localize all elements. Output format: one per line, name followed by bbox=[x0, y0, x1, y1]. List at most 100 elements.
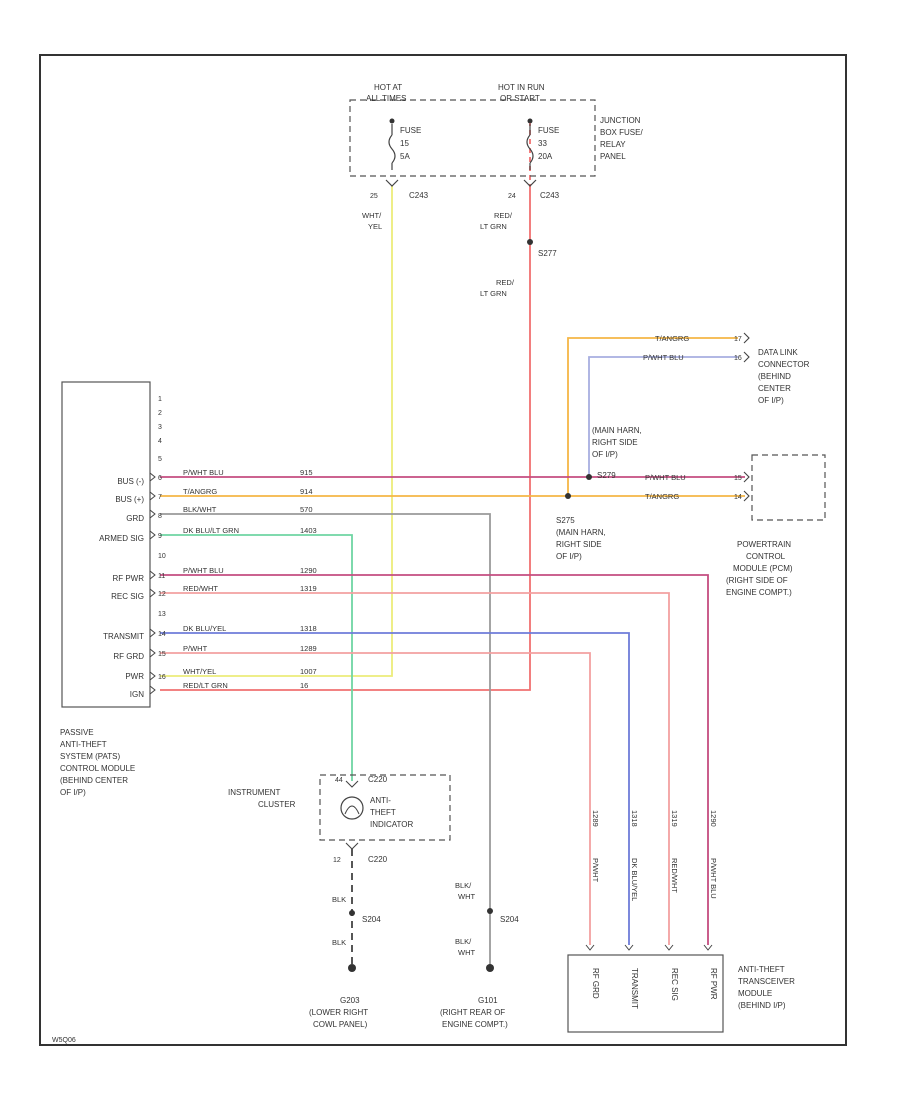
ground-left-id: G203 bbox=[340, 996, 360, 1005]
ground-right-id: G101 bbox=[478, 996, 498, 1005]
dlc-row1-pin: 17 bbox=[734, 336, 742, 343]
transceiver-pin-chevron bbox=[664, 944, 674, 951]
c243-right-conn: C243 bbox=[540, 191, 560, 200]
hot-at-all-times-line1: HOT AT bbox=[374, 83, 402, 92]
wire-color-label: P/WHT BLU bbox=[183, 566, 224, 575]
ground-right-splice: S204 bbox=[500, 915, 519, 924]
wire-dkblu-ltgrn-cluster bbox=[160, 534, 353, 781]
wire-circuit-label: 1007 bbox=[300, 667, 317, 676]
c243-right-chevron bbox=[523, 179, 537, 187]
junction-box: HOT AT ALL TIMES HOT IN RUN OR START FUS… bbox=[349, 83, 643, 177]
jb-label-line1: JUNCTION bbox=[600, 116, 641, 125]
dlc-row2-wire: P/WHT BLU bbox=[643, 353, 684, 362]
connector-c243: 25 C243 24 C243 bbox=[370, 179, 560, 200]
indicator-label-line2: THEFT bbox=[370, 808, 396, 817]
jb-label-line3: RELAY bbox=[600, 140, 626, 149]
pats-pin-chevron bbox=[149, 671, 156, 681]
hot-in-run-line1: HOT IN RUN bbox=[498, 83, 545, 92]
transceiver-circuit-label: 1319 bbox=[670, 810, 679, 827]
pats-pin-chevron bbox=[149, 628, 156, 638]
splice-s277-label: S277 bbox=[538, 249, 557, 258]
pcm-label-line5: ENGINE COMPT.) bbox=[726, 588, 792, 597]
pats-pin-chevron bbox=[149, 588, 156, 598]
pats-pin-number: 10 bbox=[158, 553, 166, 560]
pats-pin-chevron bbox=[149, 685, 156, 695]
fuse-left-top-terminal bbox=[389, 118, 395, 124]
ground-right-label-line1: (RIGHT REAR OF bbox=[440, 1008, 505, 1017]
pcm-label-line3: MODULE (PCM) bbox=[733, 564, 793, 573]
transceiver-pin-chevron bbox=[624, 944, 634, 951]
pats-label-line3: SYSTEM (PATS) bbox=[60, 752, 120, 761]
pats-pin-number: 2 bbox=[158, 410, 162, 417]
red-ltgrn-mid-line2: LT GRN bbox=[480, 289, 507, 298]
transceiver-circuit-label: 1290 bbox=[709, 810, 718, 827]
instrument-cluster: INSTRUMENT CLUSTER 44 C220 ANTI- THEFT I… bbox=[228, 774, 451, 864]
pats-pin-chevrons bbox=[149, 472, 156, 695]
red-ltgrn-mid-line1: RED/ bbox=[496, 278, 515, 287]
transceiver-wire-label: DK BLU/YEL bbox=[630, 858, 639, 901]
pats-label-line2: ANTI-THEFT bbox=[60, 740, 107, 749]
cluster-label-line2: CLUSTER bbox=[258, 800, 296, 809]
splice-lower-line1: (MAIN HARN, bbox=[556, 528, 606, 537]
footer-code: W5Q06 bbox=[52, 1037, 76, 1044]
transceiver-circuit-label: 1289 bbox=[591, 810, 600, 827]
splice-s275-label: S275 bbox=[556, 516, 575, 525]
pats-pin-number: 5 bbox=[158, 456, 162, 463]
dlc-label-line5: OF I/P) bbox=[758, 396, 784, 405]
pats-pin-number: 4 bbox=[158, 438, 162, 445]
pats-pin-label: BUS (-) bbox=[117, 477, 144, 486]
wire-color-label: RED/LT GRN bbox=[183, 681, 228, 690]
fuse-right-rating: 20A bbox=[538, 152, 553, 161]
ground-left-label-line2: COWL PANEL) bbox=[313, 1020, 368, 1029]
pats-label-line5: (BEHIND CENTER bbox=[60, 776, 128, 785]
pats-pin-label: PWR bbox=[125, 672, 144, 681]
cluster-conn-top: C220 bbox=[368, 775, 388, 784]
dlc-label-line4: CENTER bbox=[758, 384, 791, 393]
pats-label-line1: PASSIVE bbox=[60, 728, 94, 737]
c243-left-pin: 25 bbox=[370, 193, 378, 200]
pats-module-outline bbox=[61, 381, 151, 708]
pats-pin-chevron bbox=[149, 491, 156, 501]
wire-circuit-label: 16 bbox=[300, 681, 308, 690]
wire-pwhtblu-rfpwr bbox=[160, 574, 709, 945]
splice-lower-line2: RIGHT SIDE bbox=[556, 540, 602, 549]
transceiver-pin-chevron bbox=[703, 944, 713, 951]
ground-right-wire-top-line2: WHT bbox=[458, 892, 475, 901]
wht-yel-feed-line2: YEL bbox=[368, 222, 382, 231]
wire-color-label: RED/WHT bbox=[183, 584, 218, 593]
pcm-label-line4: (RIGHT SIDE OF bbox=[726, 576, 788, 585]
pats-pin-chevron bbox=[149, 509, 156, 519]
wire-color-label: P/WHT BLU bbox=[183, 468, 224, 477]
c243-left-conn: C243 bbox=[409, 191, 429, 200]
ground-left-point bbox=[348, 964, 356, 972]
transceiver-pin-chevron bbox=[585, 944, 595, 951]
pcm-label-line1: POWERTRAIN bbox=[737, 540, 791, 549]
splice-upper-line3: OF I/P) bbox=[592, 450, 618, 459]
red-ltgrn-top-line2: LT GRN bbox=[480, 222, 507, 231]
pcm-row2-pin: 14 bbox=[734, 494, 742, 501]
transceiver-terminal-label: RF PWR bbox=[709, 968, 718, 1000]
pats-pin-number: 11 bbox=[158, 573, 165, 580]
pats-label-line6: OF I/P) bbox=[60, 788, 86, 797]
pats-pin-label: IGN bbox=[130, 690, 144, 699]
fuse-left-number: 15 bbox=[400, 139, 409, 148]
splice-s279-label: S279 bbox=[597, 471, 616, 480]
transceiver-terminal-label: RF GRD bbox=[591, 968, 600, 999]
wire-redwht-recsig bbox=[160, 592, 670, 945]
c243-left-chevron bbox=[385, 179, 399, 187]
wire-color-label: DK BLU/LT GRN bbox=[183, 526, 239, 535]
wht-yel-feed-line1: WHT/ bbox=[362, 211, 382, 220]
pats-pin-number: 13 bbox=[158, 611, 166, 618]
pcm-row1-wire: P/WHT BLU bbox=[645, 473, 686, 482]
transceiver-label-line2: TRANSCEIVER bbox=[738, 977, 795, 986]
ground-left-wire-bottom: BLK bbox=[332, 938, 346, 947]
cluster-bottom-chevron bbox=[345, 842, 359, 850]
splice-s279 bbox=[586, 474, 592, 480]
pcm-label-line2: CONTROL bbox=[746, 552, 786, 561]
wire-circuit-label: 1319 bbox=[300, 584, 317, 593]
pcm-outline bbox=[751, 454, 826, 521]
wire-circuit-label: 1318 bbox=[300, 624, 317, 633]
